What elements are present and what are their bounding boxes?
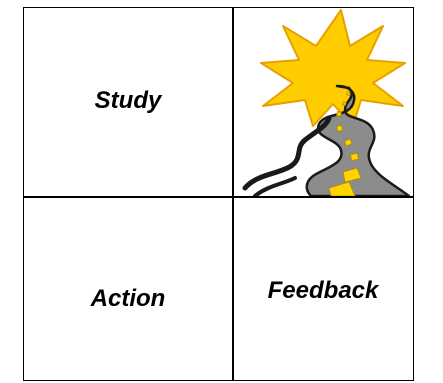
winding-road-sunrise-icon <box>242 9 411 196</box>
grid-vertical-divider <box>232 8 234 380</box>
road-stripes-icon <box>328 91 362 196</box>
feedback-label: Feedback <box>267 276 379 304</box>
pdca-grid: Study Action Feedba <box>23 7 414 381</box>
cell-feedback: Feedback <box>233 197 413 380</box>
cell-action: Action <box>24 197 232 380</box>
study-label: Study <box>94 87 162 114</box>
road-edge-icon <box>242 115 332 191</box>
grid-horizontal-divider <box>24 196 413 198</box>
sun-icon <box>260 9 406 127</box>
cell-road-image <box>233 8 413 196</box>
action-label: Action <box>90 284 166 312</box>
road-edge-lower-icon <box>253 176 297 196</box>
cell-study: Study <box>24 8 232 196</box>
road-icon <box>305 84 411 196</box>
